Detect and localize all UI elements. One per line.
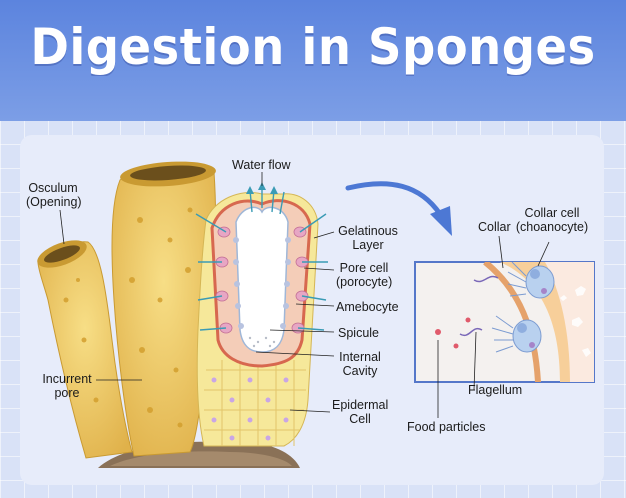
label-collar-cell-text-2: (choanocyte) — [515, 220, 589, 234]
epidermal-cells — [204, 360, 306, 446]
sponge-pores — [63, 207, 193, 428]
label-osculum-text: Osculum — [28, 181, 78, 195]
label-epidermal-text-2: Cell — [349, 412, 371, 426]
label-internal-text-2: Cavity — [342, 364, 378, 378]
label-incurrent-text: Incurrent — [42, 372, 92, 386]
label-epidermal-text: Epidermal — [332, 398, 389, 412]
flagellum-bottom — [459, 327, 483, 337]
label-pore-cell-text: Pore cell — [339, 261, 389, 275]
label-collar-cell: Collar cell (choanocyte) — [514, 206, 590, 234]
label-spicule: Spicule — [338, 326, 379, 340]
label-pore-cell: Pore cell (porocyte) — [336, 261, 392, 289]
choanocyte-lining — [233, 237, 291, 329]
label-flagellum: Flagellum — [468, 383, 523, 397]
label-gelatinous-layer: Gelatinous Layer — [336, 224, 400, 252]
leader-lines — [59, 172, 550, 418]
label-food-particles: Food particles — [407, 420, 486, 434]
left-tube — [37, 241, 133, 459]
label-pore-cell-text-2: (porocyte) — [336, 275, 393, 289]
epidermal-nuclei — [211, 377, 289, 441]
label-incurrent-pore: Incurrent pore — [38, 372, 96, 400]
header-banner: Digestion in Sponges — [0, 0, 626, 121]
label-collar: Collar — [478, 220, 511, 234]
label-collar-cell-text: Collar cell — [524, 206, 580, 220]
label-internal-text: Internal — [339, 350, 381, 364]
curved-arrow — [345, 181, 443, 217]
label-osculum-note: (Opening) — [26, 195, 82, 209]
internal-cavity — [235, 206, 289, 353]
label-gelatinous-text-2: Layer — [352, 238, 384, 252]
choanocyte-cell-top — [507, 262, 555, 299]
label-gelatinous-text: Gelatinous — [338, 224, 398, 238]
label-internal-cavity: Internal Cavity — [338, 350, 382, 378]
cavity-particles — [248, 336, 276, 348]
food-particle-dots — [435, 317, 471, 349]
label-osculum: Osculum (Opening) — [26, 181, 82, 209]
flagellum-top — [473, 275, 499, 283]
label-incurrent-text-2: pore — [54, 386, 80, 400]
label-amebocyte: Amebocyte — [336, 300, 399, 314]
curved-arrow-head — [430, 206, 452, 236]
label-water-flow: Water flow — [232, 158, 291, 172]
choanocyte-cell-bottom — [491, 315, 542, 353]
water-channels — [195, 186, 328, 331]
page-title: Digestion in Sponges — [30, 18, 596, 76]
label-epidermal-cell: Epidermal Cell — [332, 398, 388, 426]
